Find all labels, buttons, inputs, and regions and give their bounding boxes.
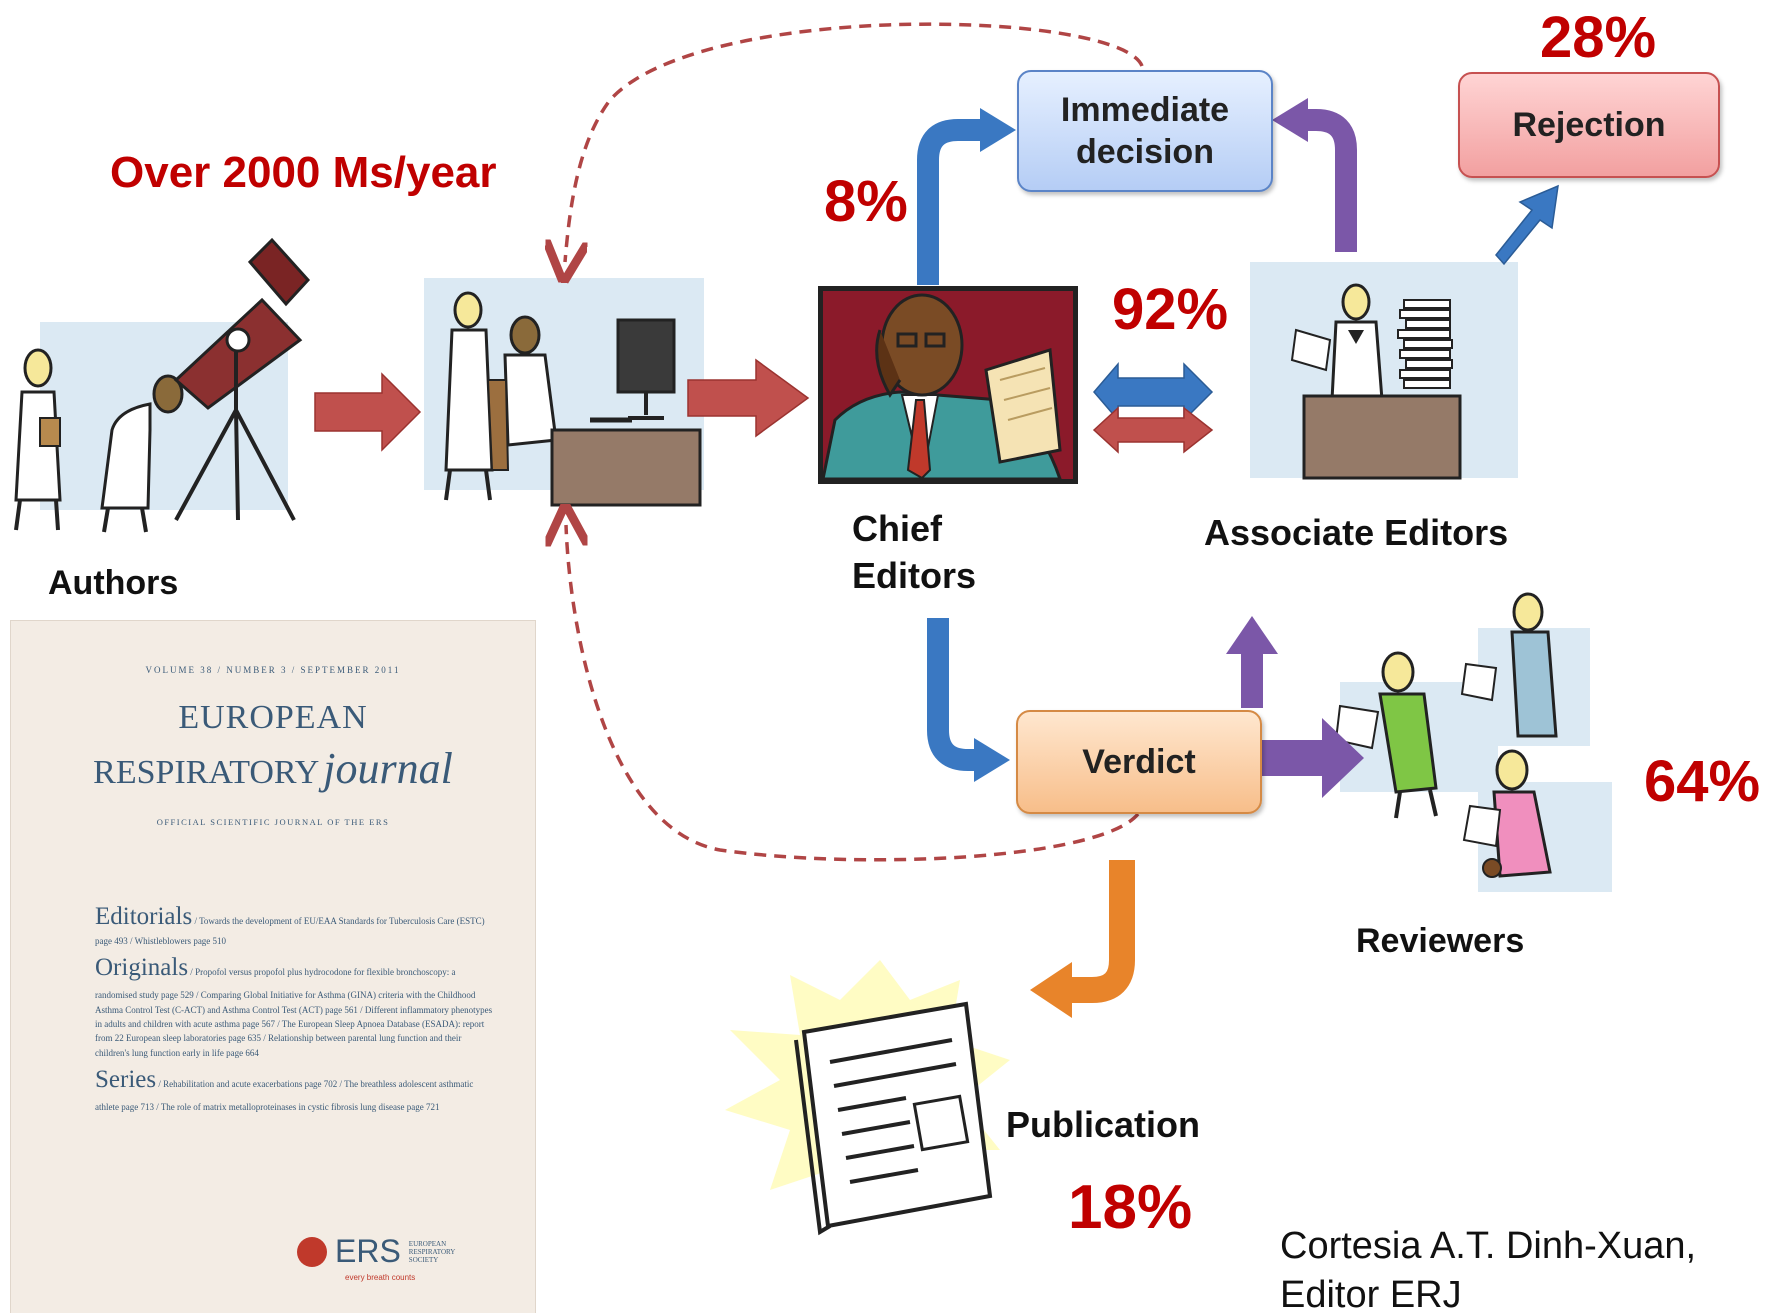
journal-contents: Editorials / Towards the development of … [95,899,497,1115]
credit-text: Cortesia A.T. Dinh-Xuan, Editor ERJ [1280,1225,1697,1313]
ers-logo: ERS EUROPEAN RESPIRATORY SOCIETY [297,1233,479,1270]
chief-editors-label: Chief Editors [852,508,977,596]
associate-editors-label: Associate Editors [1204,512,1509,553]
chief-editor-phone-icon [818,286,1078,484]
ers-logo-text: ERS [335,1233,401,1269]
ers-society-name: EUROPEAN RESPIRATORY SOCIETY [408,1239,456,1264]
rejection-box: Rejection [1458,72,1720,178]
authors-label: Authors [48,564,179,602]
journal-title-respiratory: RESPIRATORY [93,754,320,791]
section-name: Editorials [95,903,193,930]
reviewers-percentage: 64% [1644,749,1761,814]
publication-label: Publication [1006,1104,1201,1145]
chief-associate-double-arrow-blue [1093,361,1214,423]
section-text: Towards the development of EU/EAA Standa… [95,916,485,947]
newspaper-burst-icon [725,960,1010,1236]
chief-to-verdict-arrow [927,618,976,771]
journal-title-line1: EUROPEAN [178,699,368,736]
verdict-return-dashed-arrow [566,525,1140,862]
submissions-per-year-label: Over 2000 Ms/year [110,148,497,197]
immediate-return-dashed-arrow [565,22,1144,262]
journal-section-originals: Originals / Propofol versus propofol plu… [95,954,493,1058]
associate-to-immediate-arrow [1306,109,1357,252]
verdict-to-publication-arrow [1070,860,1135,1003]
chief-to-immediate-arrow [917,119,982,285]
verdict-box: Verdict [1016,710,1262,814]
authors-to-submission-arrow [314,372,422,452]
journal-cover: VOLUME 38 / NUMBER 3 / SEPTEMBER 2011 EU… [10,620,536,1313]
journal-title-journal: journal [323,744,453,793]
section-name: Originals [95,954,189,982]
scientists-telescope-icon [14,237,311,533]
verdict-to-reviewers-arrow [1260,718,1364,798]
immediate-percentage: 8% [824,169,908,234]
ers-tagline: every breath counts [345,1273,416,1282]
journal-subtitle: OFFICIAL SCIENTIFIC JOURNAL OF THE ERS [156,817,390,827]
publication-percentage: 18% [1068,1173,1193,1242]
ers-logo-icon [297,1236,327,1267]
rejection-percentage: 28% [1540,5,1657,70]
section-name: Series [95,1066,157,1094]
immediate-decision-box: Immediate decision [1017,70,1273,192]
reviewer-icons [1334,592,1612,892]
section-text: Rehabilitation and acute exacerbations p… [95,1079,474,1113]
associate-percentage: 92% [1112,277,1229,342]
journal-section-series: Series / Rehabilitation and acute exacer… [95,1066,474,1113]
reviewers-label: Reviewers [1356,922,1525,960]
researchers-computer-icon [424,278,704,507]
journal-issue-line: VOLUME 38 / NUMBER 3 / SEPTEMBER 2011 [145,665,401,675]
journal-section-editorials: Editorials / Towards the development of … [95,903,485,947]
associate-editor-papers-icon [1250,262,1518,480]
chief-associate-double-arrow-red [1092,406,1214,454]
associate-to-rejection-arrow [1495,184,1559,266]
journal-title-line2: RESPIRATORY journal [11,743,535,794]
submission-to-chief-arrow [687,358,810,438]
section-text: Propofol versus propofol plus hydrocodon… [95,967,493,1058]
